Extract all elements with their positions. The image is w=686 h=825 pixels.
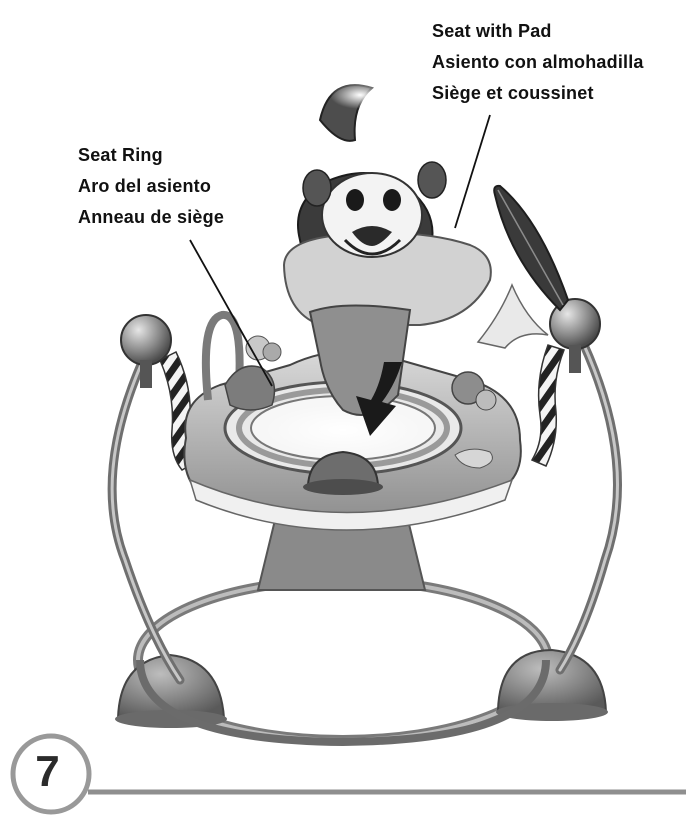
flower-toy — [478, 285, 548, 348]
seat-ring-es: Aro del asiento — [78, 171, 224, 202]
post-right — [569, 345, 581, 373]
zebra-strap-right — [532, 345, 564, 466]
post-ball-left — [121, 315, 171, 365]
support-arch-right — [560, 330, 618, 670]
leader-line-seat-pad — [455, 115, 490, 228]
seat-ring-fr: Anneau de siège — [78, 202, 224, 233]
seat-with-pad-label: Seat with Pad Asiento con almohadilla Si… — [432, 16, 644, 109]
seat-ring-en: Seat Ring — [78, 140, 224, 171]
post-left — [140, 360, 152, 388]
seat-with-pad-en: Seat with Pad — [432, 16, 644, 47]
seat-with-pad-fr: Siège et coussinet — [432, 78, 644, 109]
step-number: 7 — [10, 734, 85, 809]
seat-with-pad-es: Asiento con almohadilla — [432, 47, 644, 78]
seat-ring-label: Seat Ring Aro del asiento Anneau de sièg… — [78, 140, 224, 233]
